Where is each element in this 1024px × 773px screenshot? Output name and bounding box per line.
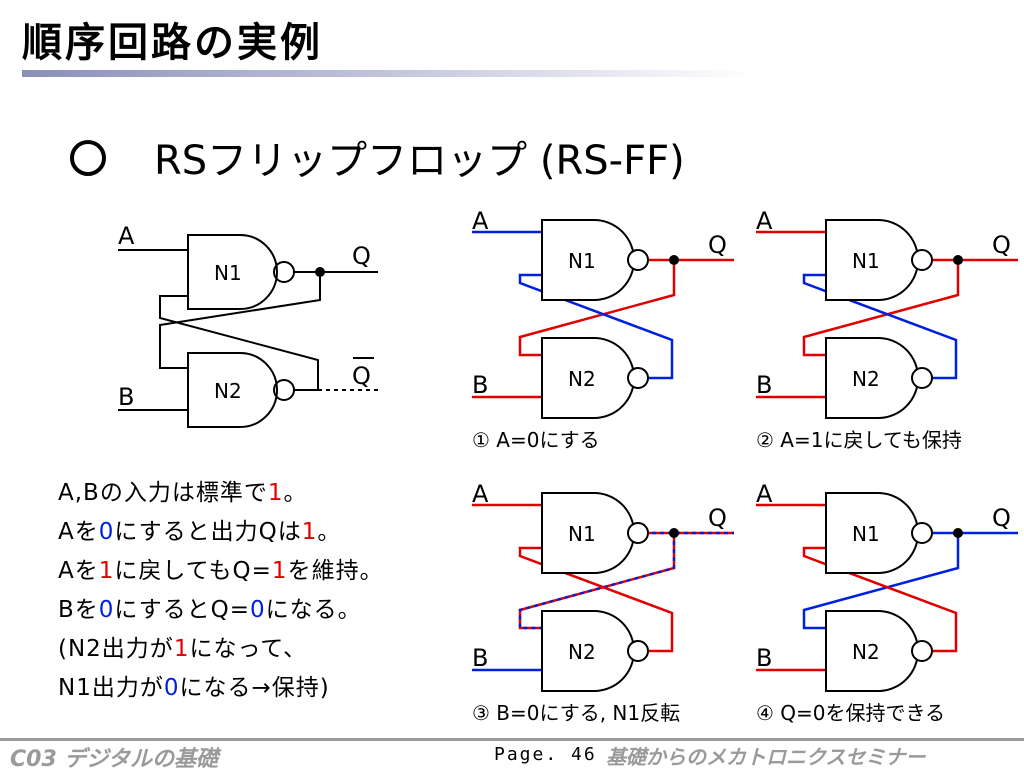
footer-divider [0, 738, 1024, 741]
n2-gate [187, 352, 278, 428]
panel-wire-q-feedback [802, 533, 960, 630]
n1-gate [187, 234, 278, 310]
note-segment: に戻してもQ= [114, 558, 272, 584]
label-n1: N1 [214, 261, 242, 285]
panel-wire-q-feedback-dash [518, 533, 676, 630]
explanation-notes: A,Bの入力は標準で1。Aを0にすると出力Qは1。Aを1に戻してもQ=1を維持。… [58, 474, 384, 708]
circle-bullet-icon [70, 140, 106, 176]
note-segment: 0 [250, 597, 266, 623]
caption-2: ② A=1に戻しても保持 [756, 428, 962, 452]
panel-wire-qbar-feedback [518, 273, 674, 380]
panel-junction-dot [953, 255, 963, 265]
panel-junction-dot [669, 528, 679, 538]
panel-n1-bubble [911, 249, 933, 271]
panel-label-n1: N1 [568, 249, 596, 273]
label-a: A [118, 222, 135, 250]
note-segment: 0 [163, 675, 180, 701]
footer-page-number: Page. 46 [494, 744, 597, 765]
panel-n2-bubble [911, 367, 933, 389]
note-line: Aを0にすると出力Qは1。 [58, 513, 384, 552]
note-line: N1出力が0になる→保持) [58, 669, 384, 708]
panel-label-b: B [472, 371, 488, 399]
note-segment: 1 [301, 519, 318, 545]
panel-label-n2: N2 [852, 640, 880, 664]
panel-n1-bubble [911, 522, 933, 544]
page-title: 順序回路の実例 [22, 20, 323, 66]
panel-label-b: B [472, 644, 488, 672]
note-segment: Aを [58, 558, 99, 584]
note-segment: になる。 [265, 597, 362, 623]
panel-label-b: B [756, 371, 772, 399]
panel-wire-qbar-feedback [802, 546, 958, 653]
note-segment: 1 [267, 480, 284, 506]
note-segment: A,Bの入力は標準で [58, 480, 268, 506]
note-segment: になって、 [189, 636, 308, 662]
panel-label-n1: N1 [852, 522, 880, 546]
panel-label-q: Q [708, 504, 727, 532]
caption-1: ① A=0にする [472, 428, 600, 452]
note-line: (N2出力が1になって、 [58, 630, 384, 669]
note-segment: にするとQ= [114, 597, 251, 623]
label-q: Q [352, 242, 371, 270]
caption-4: ④ Q=0を保持できる [756, 701, 946, 725]
note-segment: 0 [98, 519, 115, 545]
label-b: B [118, 383, 134, 411]
subtitle: RSフリップフロップ (RS-FF) [70, 128, 685, 186]
note-segment: Bを [58, 597, 99, 623]
note-segment: (N2出力が [58, 636, 174, 662]
panel-label-b: B [756, 644, 772, 672]
note-segment: になる→保持) [179, 675, 330, 701]
panel-n2-bubble [627, 367, 649, 389]
panel-n2-bubble [627, 640, 649, 662]
panel-label-a: A [756, 480, 773, 508]
panel-wire-q-feedback [802, 260, 960, 357]
panel-wire-q-feedback [518, 260, 676, 357]
panel-label-a: A [472, 480, 489, 508]
subtitle-text: RSフリップフロップ (RS-FF) [154, 138, 685, 184]
note-segment: Aを [58, 519, 99, 545]
note-segment: 1 [173, 636, 190, 662]
note-segment: 。 [283, 480, 308, 506]
note-segment: にすると出力Qは [114, 519, 302, 545]
note-segment: を維持。 [287, 558, 384, 584]
panel-label-n2: N2 [568, 640, 596, 664]
note-segment: N1出力が [58, 675, 164, 701]
wire-q-feedback [159, 272, 321, 369]
note-line: Aを1に戻してもQ=1を維持。 [58, 552, 384, 591]
panel-label-n1: N1 [568, 522, 596, 546]
footer-course: C03 デジタルの基礎 [10, 747, 218, 772]
panel-label-q: Q [992, 231, 1011, 259]
panel-label-a: A [756, 207, 773, 235]
footer-seminar: 基礎からのメカトロニクスセミナー [606, 745, 926, 769]
panel-wire-qbar-feedback [802, 273, 958, 380]
panel-label-q: Q [708, 231, 727, 259]
title-underline [22, 70, 752, 77]
caption-3: ③ B=0にする, N1反転 [472, 701, 681, 725]
panel-label-n2: N2 [568, 367, 596, 391]
junction-dot [315, 267, 325, 277]
panel-n1-bubble [627, 522, 649, 544]
panel-label-n1: N1 [852, 249, 880, 273]
panel-junction-dot [953, 528, 963, 538]
panel-label-q: Q [992, 504, 1011, 532]
panel-label-a: A [472, 207, 489, 235]
panel-n1-bubble [627, 249, 649, 271]
note-segment: 。 [317, 519, 342, 545]
note-segment: 0 [98, 597, 115, 623]
panel-junction-dot [669, 255, 679, 265]
panel-n2-bubble [911, 640, 933, 662]
note-segment: 1 [98, 558, 115, 584]
label-qbar: Q [352, 362, 371, 390]
note-line: Bを0にするとQ=0になる。 [58, 591, 384, 630]
panel-wire-qbar-feedback [518, 546, 674, 653]
label-n2: N2 [214, 379, 242, 403]
panel-label-n2: N2 [852, 367, 880, 391]
wire-qbar-feedback [159, 295, 319, 391]
note-line: A,Bの入力は標準で1。 [58, 474, 384, 513]
note-segment: 1 [271, 558, 288, 584]
